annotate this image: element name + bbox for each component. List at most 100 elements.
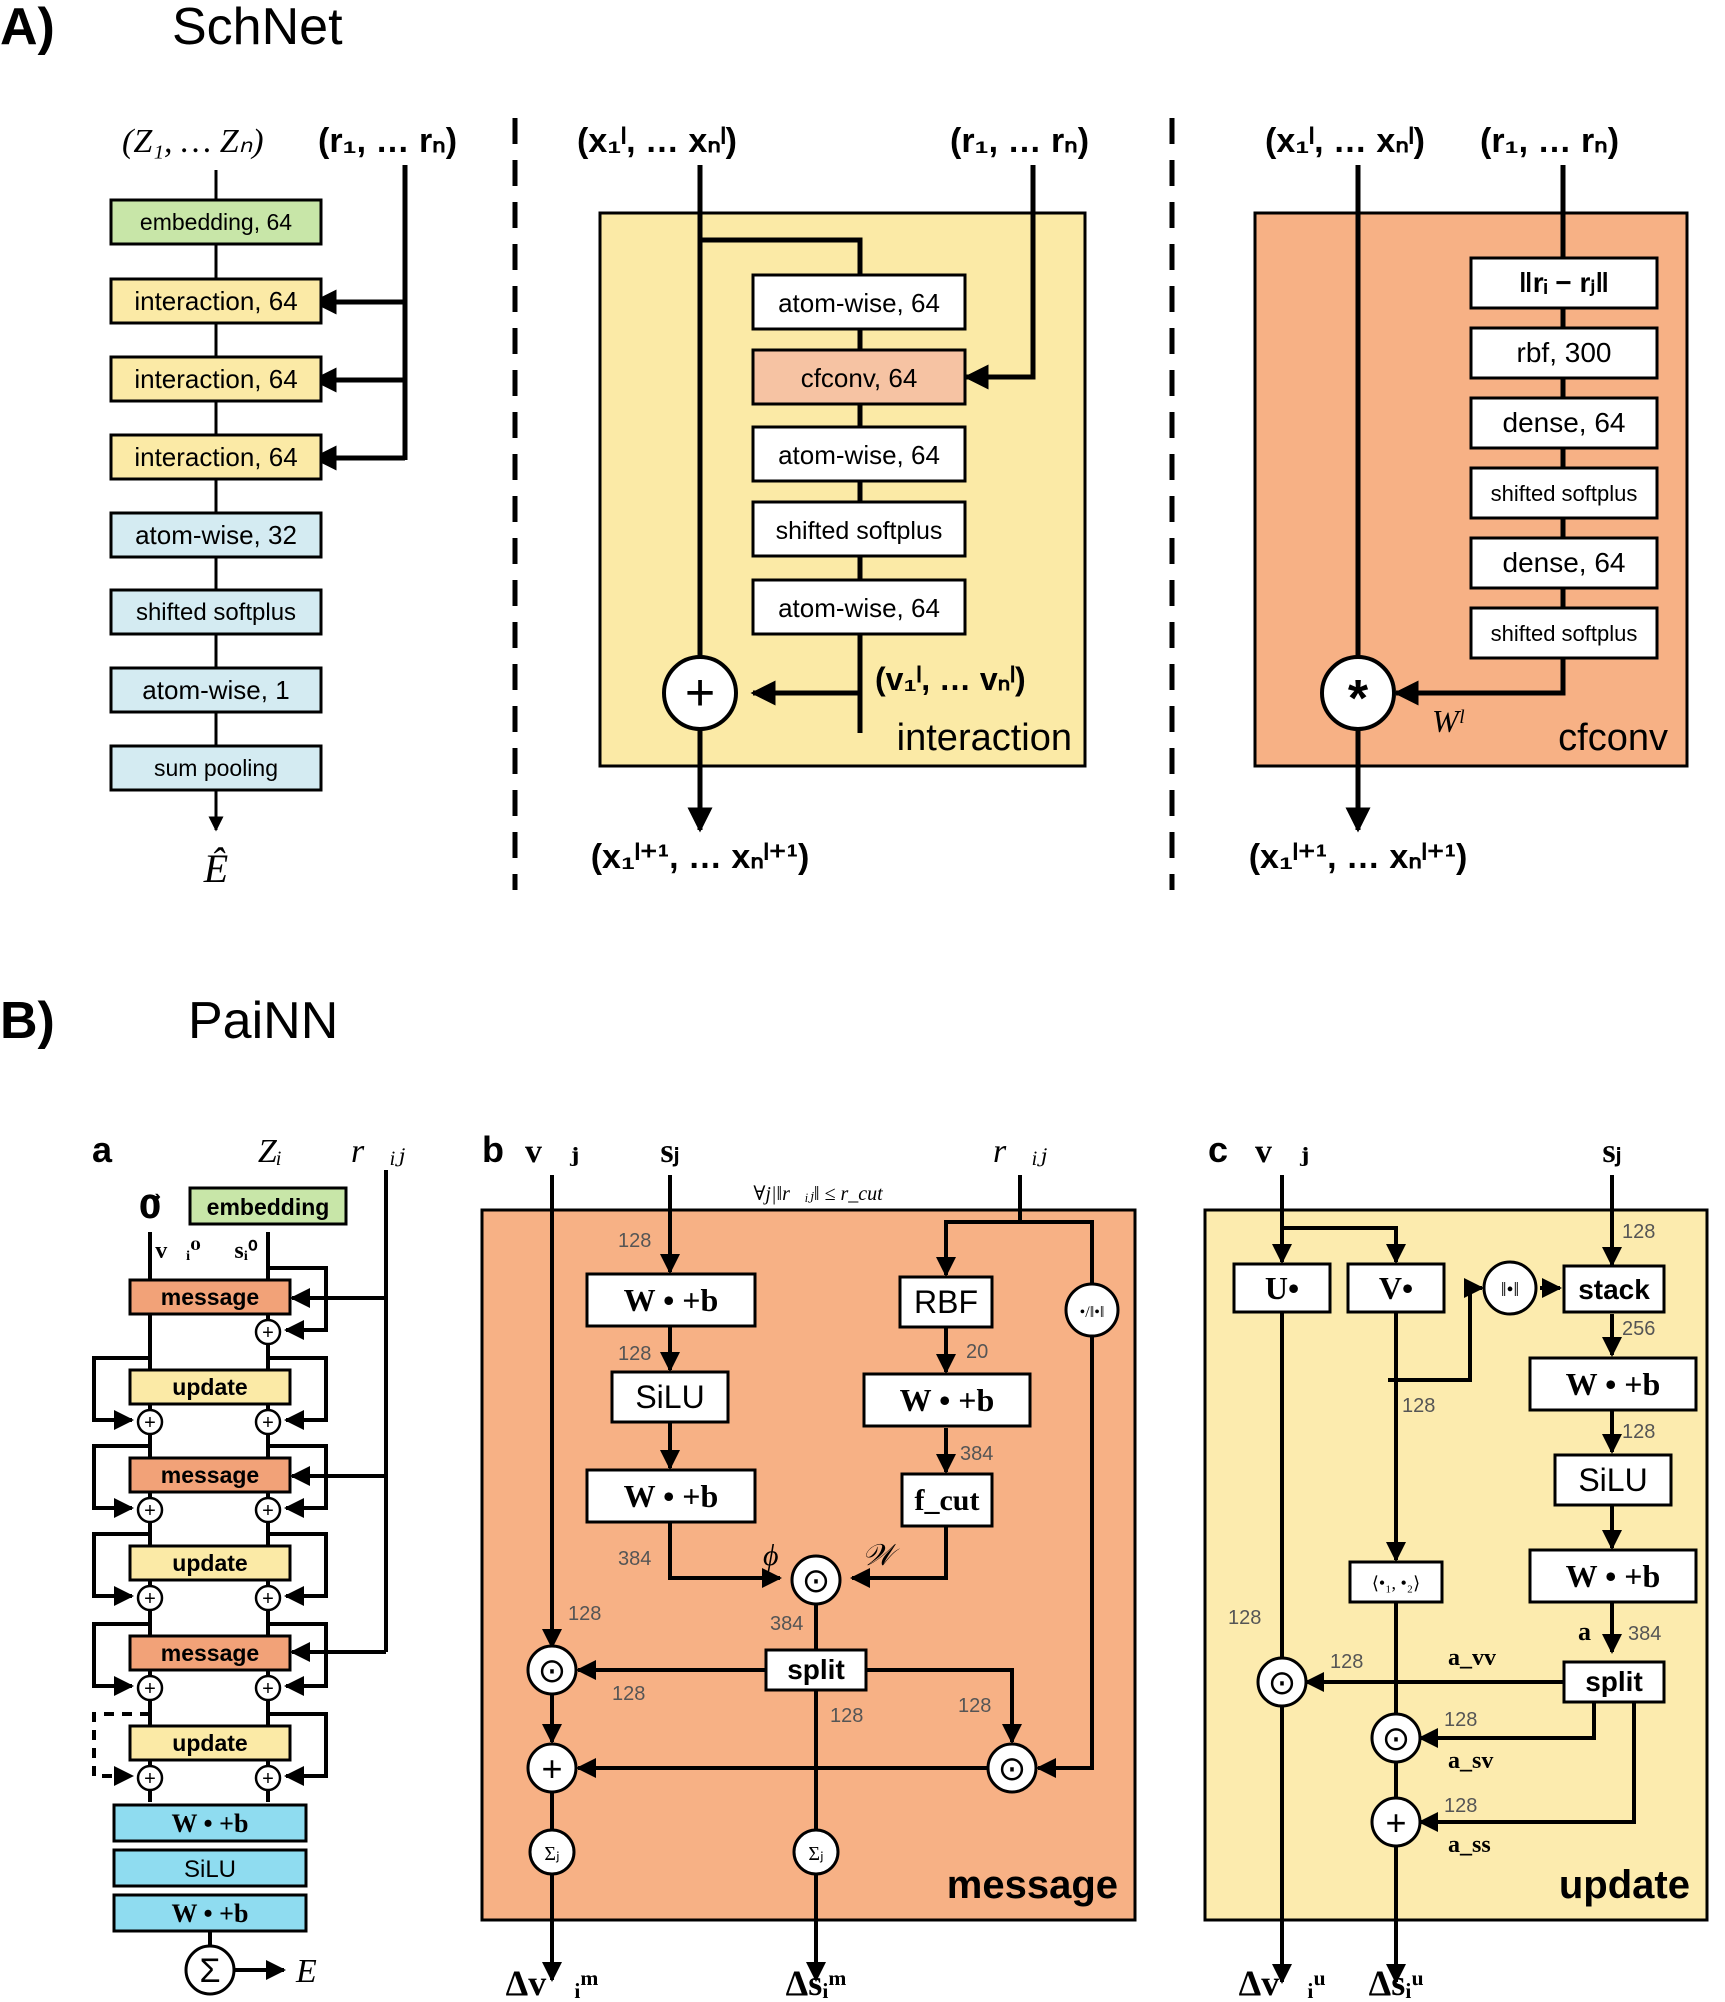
plus-node — [136, 1496, 164, 1524]
plus-node — [254, 1318, 282, 1346]
msg-hadamard-right — [986, 1742, 1038, 1794]
cf-block-dense-2 — [1469, 536, 1659, 590]
upd-split-label: split — [1585, 1666, 1643, 1697]
plus-sign: + — [144, 1412, 156, 1434]
painn-energy: E — [295, 1953, 317, 1990]
block-embedding — [109, 198, 323, 246]
msg-dense-3 — [862, 1372, 1032, 1428]
cfconv-in-x: (x₁ˡ, … xₙˡ) — [1265, 122, 1425, 160]
dim-label: 128 — [1622, 1421, 1655, 1443]
painn-message-2-label: message — [161, 1462, 259, 1488]
int-block-atomwise-3-label: atom-wise, 64 — [778, 593, 940, 623]
int-block-atomwise-3 — [751, 578, 967, 636]
plus-node — [136, 1584, 164, 1612]
msg-dense-1-label: W • +b — [624, 1282, 719, 1318]
interaction-in-r: (r₁, … rₙ) — [950, 122, 1089, 160]
dim-label: 128 — [618, 1230, 651, 1252]
dim-label: 384 — [770, 1613, 803, 1635]
panel-c-label: c — [1208, 1129, 1228, 1170]
painn-update-2 — [128, 1544, 292, 1582]
painn-head-dense-1-label: W • +b — [172, 1809, 249, 1838]
dim-label: 128 — [1444, 1709, 1477, 1731]
painn-head-silu — [112, 1848, 308, 1888]
upd-dense-2-label: W • +b — [1566, 1558, 1661, 1594]
upd-dense-2 — [1528, 1548, 1698, 1604]
plus-sign: + — [262, 1322, 274, 1344]
update-panel: c v⃗ⱼ sⱼ U• V• ‖•‖ stack — [1203, 1129, 1709, 2002]
dim-label: 256 — [1622, 1318, 1655, 1340]
plus-sign: + — [144, 1678, 156, 1700]
msg-hadamard-left-symbol: ⊙ — [538, 1652, 567, 1690]
plus-node — [254, 1674, 282, 1702]
conv-star-node — [1320, 655, 1396, 731]
msg-dense-3-label: W • +b — [900, 1382, 995, 1418]
painn-update-3 — [128, 1724, 292, 1762]
block-interaction-3-label: interaction, 64 — [134, 442, 297, 472]
upd-asv: a_sv — [1448, 1748, 1493, 1774]
block-atomwise-32 — [109, 511, 323, 559]
section-a-title: SchNet — [172, 0, 343, 56]
msg-vj: v⃗ⱼ — [525, 1133, 579, 1170]
upd-inner-product-label: ⟨•₁, •₂⟩ — [1372, 1573, 1420, 1593]
upd-avv: a_vv — [1448, 1645, 1496, 1671]
int-block-atomwise-2 — [751, 425, 967, 483]
interaction-panel: (x₁ˡ, … xₙˡ) (r₁, … rₙ) atom-wise, 64 cf… — [577, 122, 1089, 876]
block-interaction-1 — [109, 277, 323, 325]
msg-split — [764, 1648, 868, 1692]
painn-update-2-label: update — [172, 1550, 247, 1576]
interaction-in-x: (x₁ˡ, … xₙˡ) — [577, 122, 737, 160]
msg-sj: sⱼ — [660, 1133, 679, 1170]
panel-a-label: a — [92, 1129, 113, 1170]
painn-message-3 — [128, 1634, 292, 1672]
dim-label: 384 — [618, 1548, 651, 1570]
msg-dense-2-label: W • +b — [624, 1478, 719, 1514]
upd-ass: a_ss — [1448, 1832, 1491, 1858]
msg-hadamard-center-symbol: ⊙ — [802, 1562, 831, 1600]
upd-hadamard-mid — [1370, 1712, 1422, 1764]
upd-out-v: Δv⃗ᵢᵘ — [1239, 1963, 1326, 2002]
msg-silu — [610, 1370, 730, 1424]
msg-sum-v — [528, 1828, 576, 1876]
upd-silu-label: SiLU — [1578, 1462, 1647, 1498]
plus-sign: + — [144, 1768, 156, 1790]
block-atomwise-1 — [109, 666, 323, 714]
painn-v0: v⃗ᵢ⁰ — [155, 1238, 200, 1264]
plus-node — [254, 1584, 282, 1612]
interaction-panel-label: interaction — [897, 717, 1072, 759]
plus-sign: + — [262, 1588, 274, 1610]
plus-sign: + — [262, 1678, 274, 1700]
block-interaction-2-label: interaction, 64 — [134, 364, 297, 394]
painn-update-3-label: update — [172, 1730, 247, 1756]
msg-fcut — [900, 1472, 994, 1528]
int-block-softplus — [751, 500, 967, 558]
cf-block-softplus-1-label: shifted softplus — [1491, 481, 1638, 506]
painn-z: Zᵢ — [258, 1133, 282, 1170]
block-embedding-label: embedding, 64 — [140, 209, 292, 235]
block-softplus — [109, 588, 323, 636]
upd-sj: sⱼ — [1602, 1133, 1621, 1170]
cf-block-softplus-2-label: shifted softplus — [1491, 621, 1638, 646]
msg-out-s: Δsᵢᵐ — [786, 1963, 847, 2002]
painn-overview: a Zᵢ r⃗ᵢⱼ 0⃗ embedding v⃗ᵢ⁰ sᵢ⁰ — [92, 1129, 405, 1996]
int-block-atomwise-1-label: atom-wise, 64 — [778, 288, 940, 318]
plus-sign: + — [144, 1588, 156, 1610]
painn-message-1-label: message — [161, 1284, 259, 1310]
residual-plus-node — [662, 655, 738, 731]
upd-u-label: U• — [1265, 1270, 1299, 1306]
msg-dense-1 — [585, 1272, 757, 1328]
painn-sum-symbol: Σ — [199, 1952, 220, 1990]
update-panel-label: update — [1559, 1863, 1690, 1907]
residual-plus-symbol: + — [685, 664, 715, 722]
block-interaction-1-label: interaction, 64 — [134, 286, 297, 316]
msg-cutoff: ∀j|‖r⃗ᵢⱼ‖ ≤ r_cut — [753, 1183, 883, 1205]
msg-rbf — [898, 1275, 994, 1329]
dim-label: 128 — [568, 1603, 601, 1625]
msg-out-v: Δv⃗ᵢᵐ — [506, 1963, 599, 2002]
cfconv-in-r: (r₁, … rₙ) — [1480, 122, 1619, 160]
msg-dense-2 — [585, 1468, 757, 1524]
block-interaction-2 — [109, 355, 323, 403]
painn-update-1-label: update — [172, 1374, 247, 1400]
upd-u — [1232, 1262, 1332, 1314]
msg-split-label: split — [787, 1654, 845, 1685]
msg-rij: r⃗ᵢⱼ — [993, 1133, 1047, 1170]
